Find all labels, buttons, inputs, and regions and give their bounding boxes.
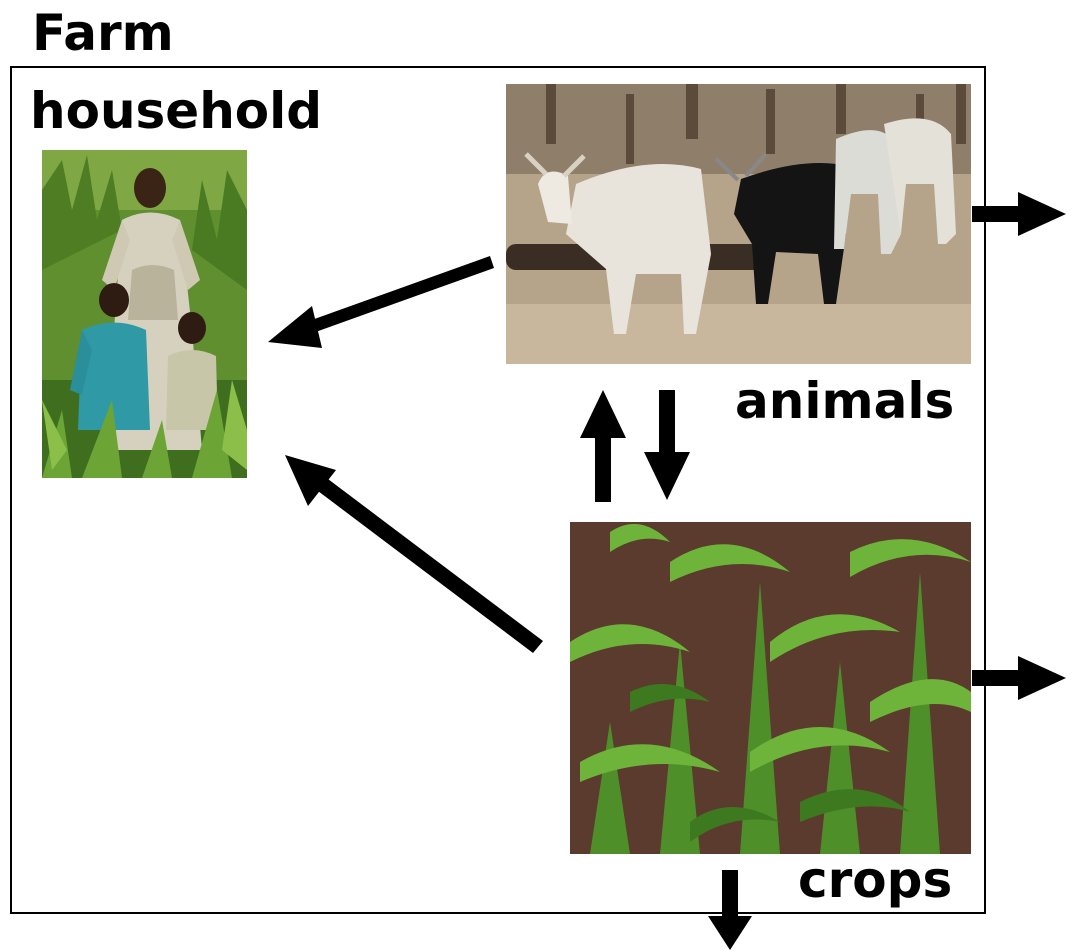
arrow-crops-output	[972, 656, 1066, 700]
crops-photo	[570, 522, 971, 854]
household-photo	[42, 150, 247, 478]
diagram-title: Farm	[32, 8, 174, 58]
arrow-animals-output	[972, 192, 1066, 236]
animals-photo	[506, 84, 971, 364]
household-label: household	[30, 86, 322, 136]
animals-label: animals	[735, 376, 954, 426]
crops-label: crops	[798, 855, 952, 905]
